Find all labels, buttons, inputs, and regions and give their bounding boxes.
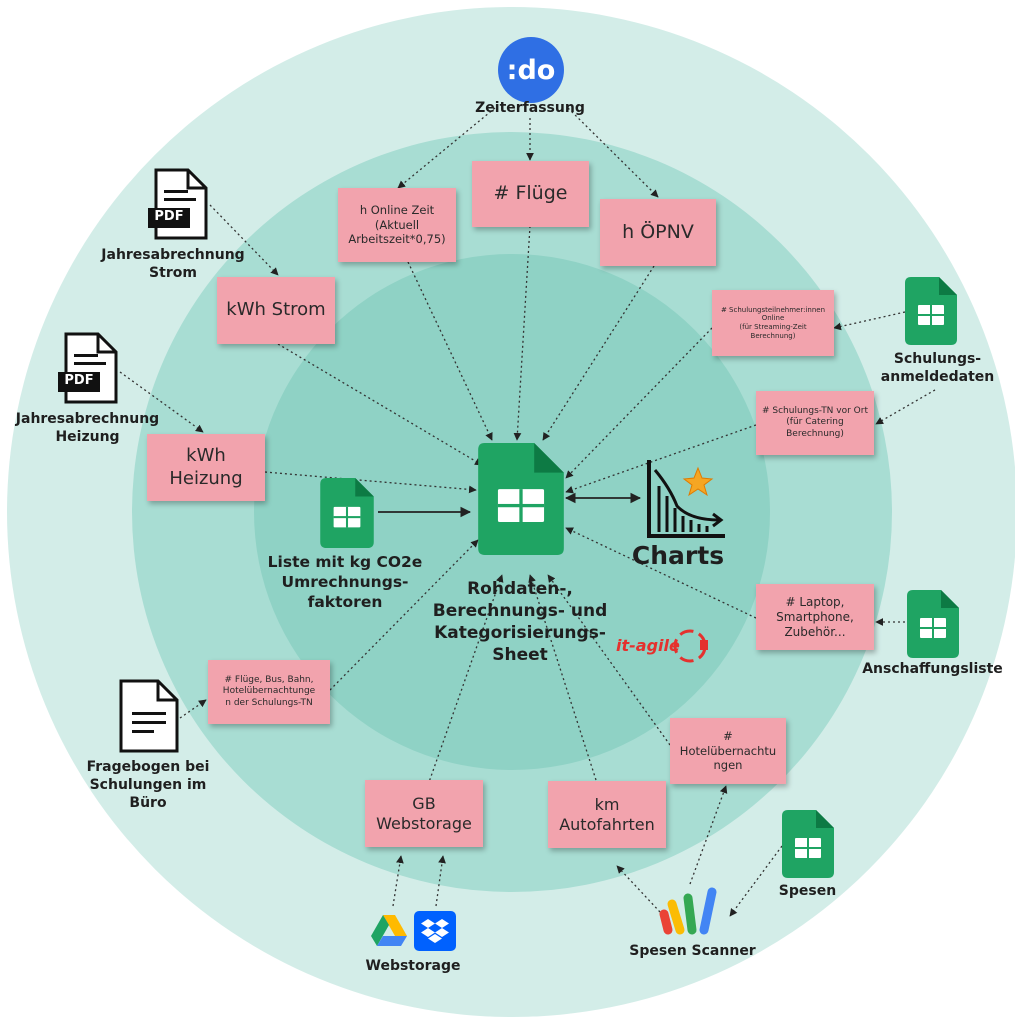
note-online-zeit: h Online Zeit (Aktuell Arbeitszeit*0,75) <box>338 188 456 262</box>
arrow-strom-pdf <box>209 204 279 276</box>
arrow-fluege-center <box>513 225 531 441</box>
arrow-heizung-pdf <box>119 371 204 433</box>
arrow-oepnv-center <box>542 265 655 441</box>
arrow-schulung-tn-vor-ort <box>875 389 936 425</box>
do-logo-icon: :do <box>498 37 564 103</box>
arrow-zeit-oepnv <box>567 107 659 198</box>
note-laptop-smartphone: # Laptop, Smartphone, Zubehör... <box>756 584 874 650</box>
dropbox-icon <box>414 911 456 951</box>
arrow-spesen-scanner <box>729 845 783 917</box>
center-sheet-caption: Rohdaten-, Berechnungs- und Kategorisier… <box>432 579 608 666</box>
arrow-scanner-hotel <box>689 785 728 885</box>
spesen-scanner-icon <box>659 887 717 935</box>
arrow-tn-online-center <box>565 327 713 479</box>
note-kwh-strom: kWh Strom <box>217 277 335 344</box>
arrow-online-center <box>407 261 493 441</box>
arrow-scanner-km <box>616 865 661 913</box>
arrow-dropbox-gb <box>435 855 446 907</box>
arrow-tn-vor-ort-center <box>565 424 757 494</box>
arrow-heizung-center <box>264 471 477 494</box>
google-sheets-icon <box>782 810 834 878</box>
arrow-km-center <box>528 574 597 781</box>
do-logo-text: :do <box>506 54 556 86</box>
document-icon <box>119 679 179 753</box>
schulungsanmeldedaten-label: Schulungs- anmeldedaten <box>880 351 995 386</box>
note-km-autofahrten: km Autofahrten <box>548 781 666 848</box>
arrow-strom-center <box>277 343 483 466</box>
arrow-drive-gb <box>392 855 404 907</box>
itagile-logo-text: it-agile <box>616 636 680 655</box>
spesen-label: Spesen <box>778 883 837 899</box>
central-sheet-icon <box>478 443 564 555</box>
liste-co2-label: Liste mit kg CO2e Umrechnungs- faktoren <box>267 553 423 612</box>
note-hoteluebernachtungen: # Hotelübernachtu ngen <box>670 718 786 784</box>
note-fluege: # Flüge <box>472 161 589 227</box>
arrow-gb-center <box>427 574 504 786</box>
pdf-file-icon <box>148 168 208 240</box>
note-gb-webstorage: GB Webstorage <box>365 780 483 847</box>
note-oepnv: h ÖPNV <box>600 199 716 266</box>
google-sheets-icon <box>320 478 374 548</box>
pdf-file-icon <box>58 332 118 404</box>
anschaffungsliste-label: Anschaffungsliste <box>862 661 1003 677</box>
arrow-fragebogen <box>179 699 207 719</box>
jahresabrechnung-strom-label: Jahresabrechnung Strom <box>101 247 245 282</box>
google-drive-icon <box>371 915 407 946</box>
itagile-logo-icon <box>673 629 708 663</box>
note-kwh-heizung: kWh Heizung <box>147 434 265 501</box>
zeiterfassung-label: Zeiterfassung <box>475 100 585 116</box>
spesen-scanner-label: Spesen Scanner <box>629 943 756 959</box>
arrow-schulung-tn-online <box>833 311 906 331</box>
arrow-zeit-online <box>397 107 496 189</box>
note-fluege-bus-bahn: # Flüge, Bus, Bahn, Hotelübernachtunge n… <box>208 660 330 724</box>
note-schulungsteilnehmer-online: # Schulungsteilnehmer:innen Online (für … <box>712 290 834 356</box>
jahresabrechnung-heizung-label: Jahresabrechnung Heizung <box>15 411 160 446</box>
google-sheets-icon <box>905 277 957 345</box>
arrow-laptop-center <box>565 527 757 619</box>
chart-icon <box>647 460 725 538</box>
google-sheets-icon <box>907 590 959 658</box>
note-schulungs-tn-vor-ort: # Schulungs-TN vor Ort (für Catering Ber… <box>756 391 874 455</box>
arrow-fluegebus-center <box>329 539 479 691</box>
charts-label: Charts <box>631 541 725 570</box>
pdf-badge-heizung: PDF <box>64 373 94 388</box>
fragebogen-label: Fragebogen bei Schulungen im Büro <box>86 759 210 812</box>
pdf-badge-strom: PDF <box>154 209 184 224</box>
webstorage-label: Webstorage <box>365 958 461 974</box>
